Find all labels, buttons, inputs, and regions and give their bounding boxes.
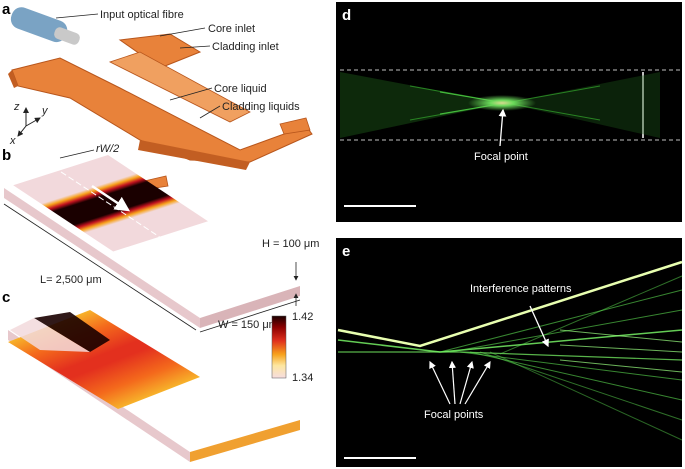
core-injection-region <box>34 312 110 352</box>
dim-line-width <box>199 299 301 333</box>
interference-arrow <box>529 305 549 348</box>
slab-c-side <box>190 420 300 462</box>
panel-b: b rW/2 L= 2,500 μm H = 100 μm W = 150 μm <box>2 143 319 333</box>
colorbar-min-label: 1.34 <box>292 372 313 384</box>
focusing-beam <box>340 72 660 138</box>
microchannel-device <box>8 33 313 191</box>
panel-a: a Input optical fibre Core inlet Claddin… <box>2 1 313 191</box>
label-cladding-liquids: Cladding liquids <box>222 101 300 113</box>
axes-triad: z y x <box>9 101 49 147</box>
colorbar <box>271 315 287 379</box>
slab-b-top <box>13 155 208 252</box>
panel-d-background <box>336 2 682 222</box>
panel-c: c 1.42 1.34 <box>2 289 313 462</box>
axis-y-label: y <box>41 105 49 117</box>
panel-letter-b: b <box>2 147 11 164</box>
label-length: L= 2,500 μm <box>40 274 102 286</box>
slab-b-front <box>4 188 200 328</box>
optical-fibre <box>10 7 80 45</box>
label-width: W = 150 μm <box>218 319 278 331</box>
focal-point-arrow <box>498 108 507 147</box>
colorbar-max-label: 1.42 <box>292 311 313 323</box>
flow-arrow-c <box>205 364 243 386</box>
axis-z-label: z <box>13 101 20 113</box>
label-focal-points: Focal points <box>424 409 484 421</box>
label-rw: rW/2 <box>96 143 119 155</box>
label-interference-patterns: Interference patterns <box>470 283 572 295</box>
label-cladding-inlet: Cladding inlet <box>212 41 279 53</box>
axis-x-label: x <box>9 135 16 147</box>
interference-beams <box>337 260 683 441</box>
label-height: H = 100 μm <box>262 238 319 250</box>
flow-arrow-b <box>91 184 131 212</box>
panel-d: d Focal point <box>336 2 682 222</box>
panel-letter-a: a <box>2 1 11 18</box>
label-focal-point: Focal point <box>474 151 528 163</box>
panel-e: e Interference patterns Focal points <box>336 238 683 467</box>
panel-letter-e: e <box>342 243 350 260</box>
label-input-fibre: Input optical fibre <box>100 9 184 21</box>
panel-letter-c: c <box>2 289 10 306</box>
flow-arrow-a <box>117 74 149 90</box>
focal-points-arrows <box>429 360 491 405</box>
panel-letter-d: d <box>342 7 351 24</box>
dim-line-length <box>3 203 197 331</box>
slab-b-side <box>200 286 300 328</box>
label-core-liquid: Core liquid <box>214 83 267 95</box>
label-core-inlet: Core inlet <box>208 23 255 35</box>
centerline-b <box>45 161 253 299</box>
